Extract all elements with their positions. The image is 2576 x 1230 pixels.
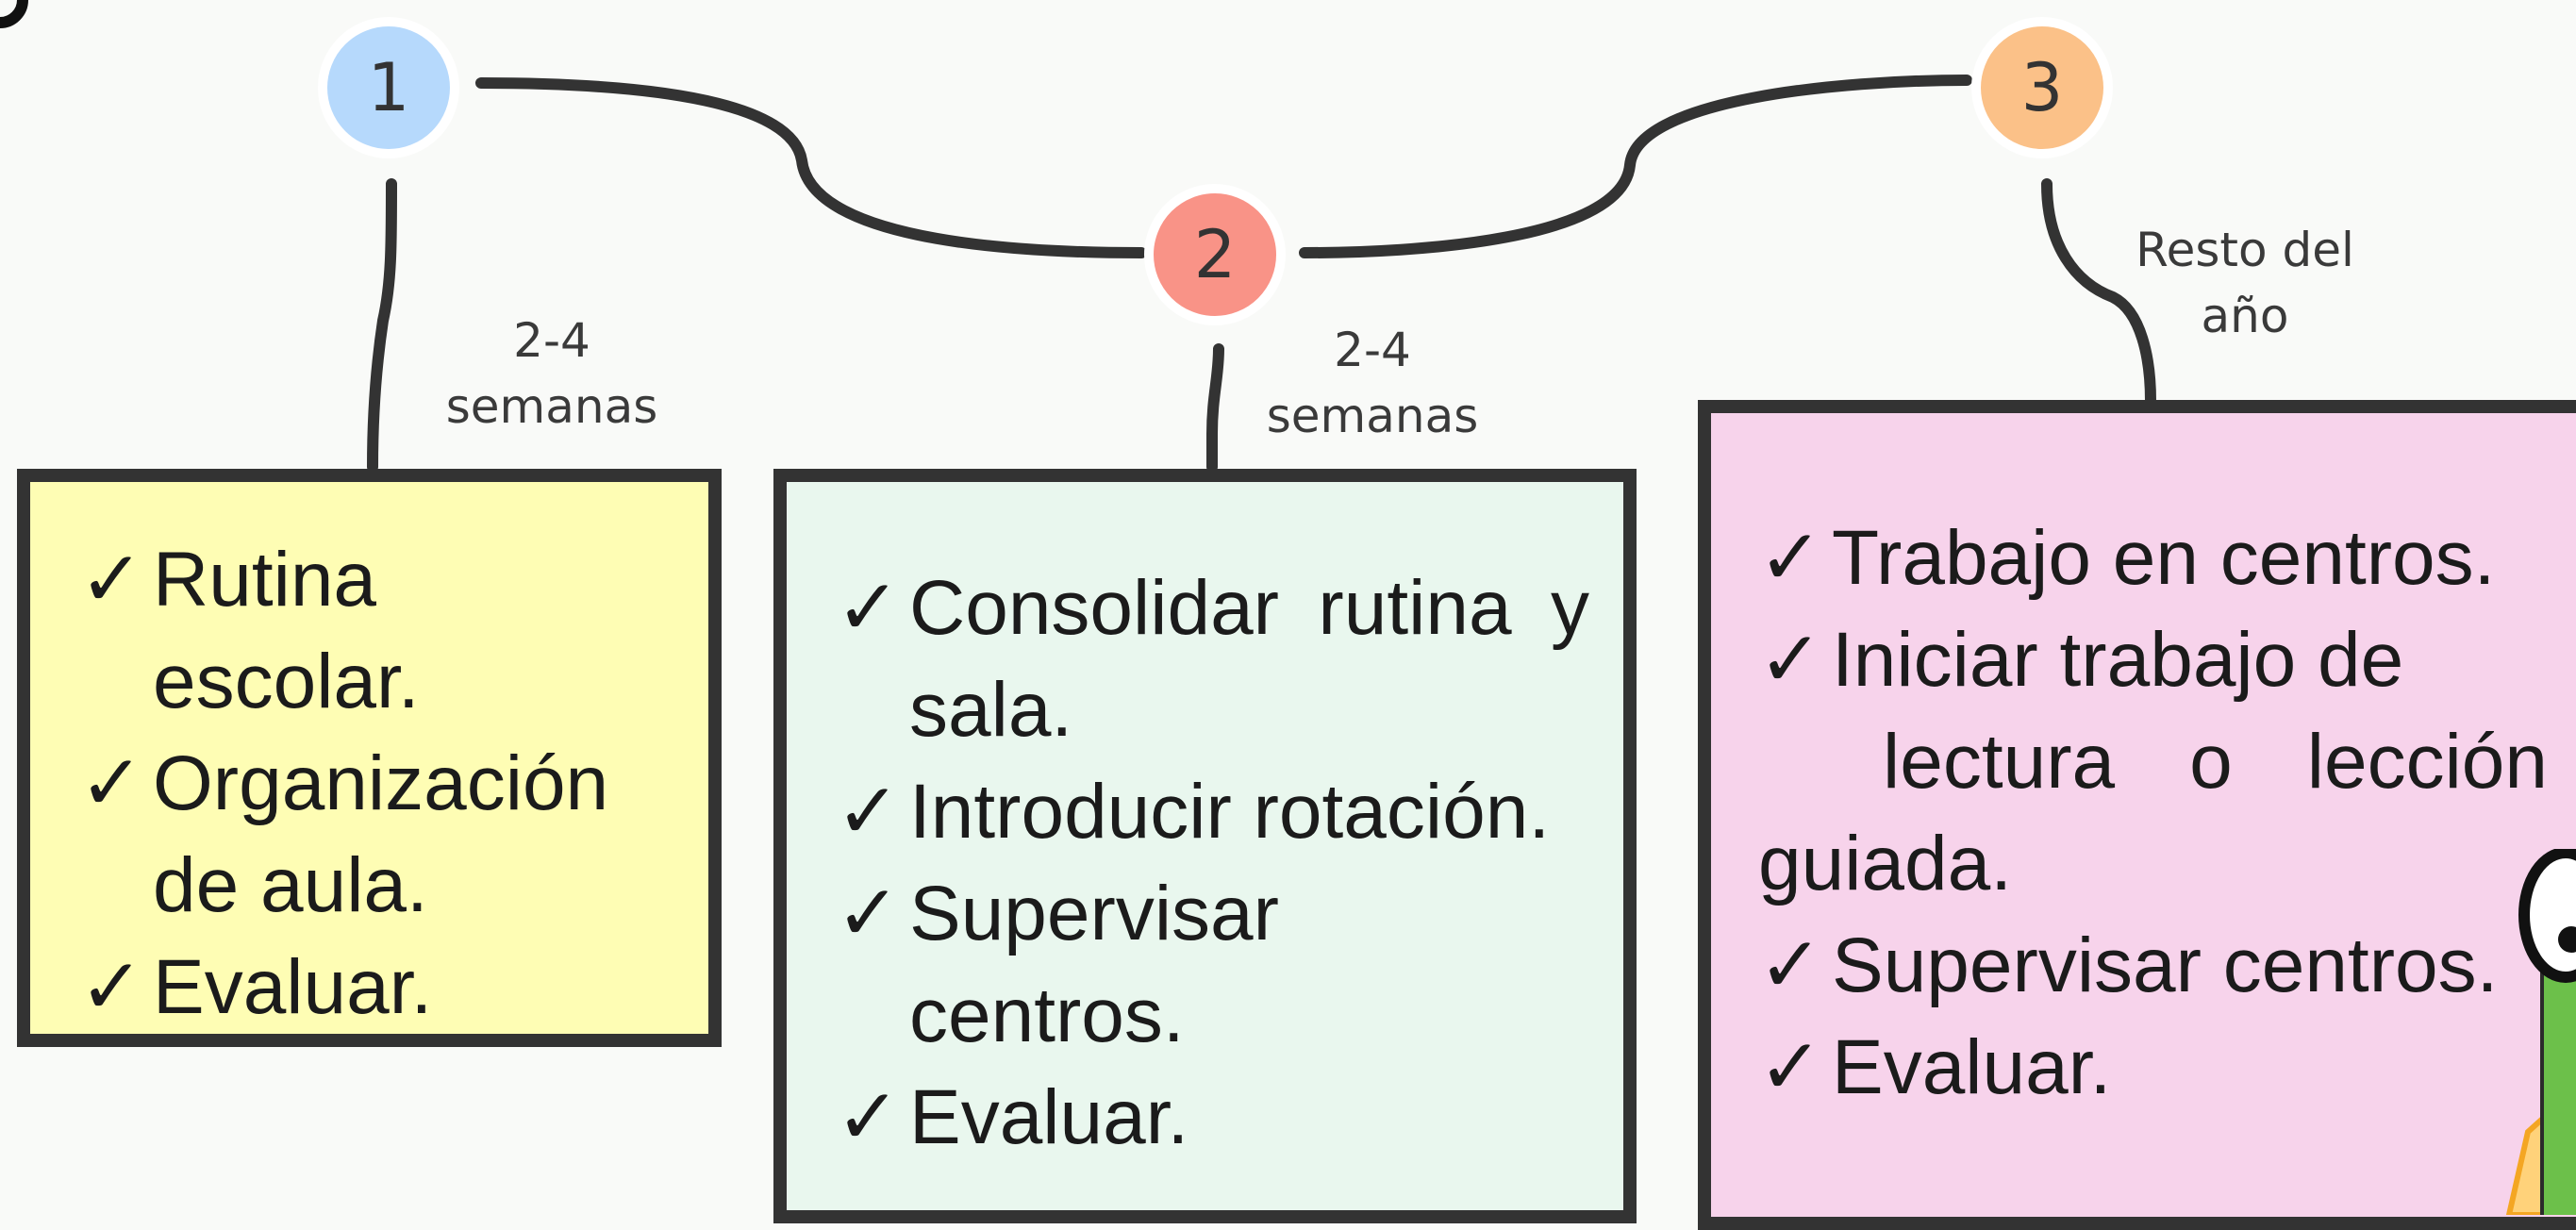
step-1-node: 1 (318, 17, 459, 158)
step-3-item: ✓ Iniciar trabajo de lectura o lección g… (1758, 609, 2576, 915)
step-1-duration: 2-4 semanas (415, 308, 689, 440)
step-3-card: ✓ Trabajo en centros. ✓ Iniciar trabajo … (1698, 400, 2576, 1230)
step-2-duration: 2-4 semanas (1236, 317, 1509, 449)
step-2-item: ✓ Supervisar centros. (836, 863, 1589, 1067)
step-1-item: ✓ Rutina escolar. (79, 529, 690, 733)
step-3-duration: Resto del año (2085, 217, 2405, 349)
step-3-node: 3 (1971, 17, 2113, 158)
step-3-number: 3 (2020, 49, 2064, 126)
check-icon: ✓ (79, 537, 144, 623)
check-icon: ✓ (1758, 1024, 1823, 1110)
check-icon: ✓ (1758, 515, 1823, 601)
step-1-duration-line1: 2-4 (513, 313, 590, 368)
step-2-duration-line2: semanas (1266, 389, 1479, 443)
step-3-duration-line1: Resto del (2136, 223, 2354, 277)
connector-2-3 (1299, 75, 1972, 258)
step-1-item: ✓ Organización de aula. (79, 733, 690, 937)
step-1-item: ✓ Evaluar. (79, 937, 690, 1039)
check-icon: ✓ (836, 565, 901, 651)
step-2-item: ✓ Evaluar. (836, 1067, 1589, 1169)
step-3-item: ✓ Supervisar centros. (1758, 915, 2576, 1017)
connector-1-card (367, 178, 397, 473)
check-icon: ✓ (79, 740, 144, 826)
mascot-illustration (2505, 849, 2576, 1215)
step-2-number: 2 (1193, 216, 1237, 293)
step-2-card: ✓ Consolidar rutina y sala. ✓ Introducir… (773, 469, 1637, 1223)
step-2-node: 2 (1144, 184, 1286, 325)
step-1-card: ✓ Rutina escolar. ✓ Organización de aula… (17, 469, 722, 1047)
step-3-item: ✓ Trabajo en centros. (1758, 507, 2576, 609)
step-2-item: ✓ Consolidar rutina y sala. (836, 557, 1589, 761)
check-icon: ✓ (836, 769, 901, 855)
connector-1-2 (475, 77, 1147, 258)
step-3-item: ✓ Evaluar. (1758, 1017, 2576, 1119)
step-2-duration-line1: 2-4 (1334, 323, 1411, 377)
check-icon: ✓ (1758, 617, 1823, 703)
connector-3-card (2041, 178, 2156, 407)
step-1-duration-line2: semanas (445, 379, 658, 434)
connector-2-card (1206, 343, 1224, 473)
check-icon: ✓ (836, 871, 901, 956)
step-1-number: 1 (367, 49, 410, 126)
check-icon: ✓ (79, 944, 144, 1030)
check-icon: ✓ (836, 1074, 901, 1160)
check-icon: ✓ (1758, 922, 1823, 1008)
step-3-duration-line2: año (2201, 289, 2289, 343)
step-2-item: ✓ Introducir rotación. (836, 761, 1589, 863)
